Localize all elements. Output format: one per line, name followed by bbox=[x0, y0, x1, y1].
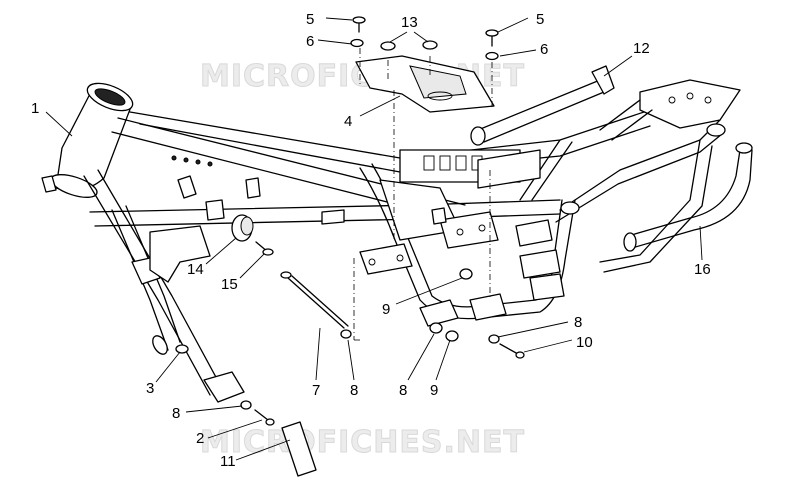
callout-2: 2 bbox=[196, 430, 204, 447]
plate-fasteners bbox=[350, 16, 499, 61]
watermark-bottom: MICROFICHES.NET bbox=[200, 425, 525, 460]
callout-7: 7 bbox=[312, 382, 320, 399]
callout-14: 14 bbox=[187, 261, 204, 278]
part-12-rear-loop bbox=[470, 65, 615, 146]
down-tubes bbox=[83, 169, 245, 403]
motorcycle-frame bbox=[41, 79, 741, 403]
callout-8-center: 8 bbox=[350, 382, 358, 399]
callout-6-right: 6 bbox=[540, 41, 548, 58]
callout-1: 1 bbox=[31, 100, 39, 117]
right-lower-fasteners bbox=[429, 268, 525, 359]
callout-10: 10 bbox=[576, 334, 593, 351]
washer-6-left bbox=[350, 38, 364, 48]
callout-8-lower-left: 8 bbox=[172, 405, 180, 422]
callout-15: 15 bbox=[221, 276, 238, 293]
callout-5-right: 5 bbox=[536, 11, 544, 28]
grommet-13-left bbox=[380, 41, 396, 51]
callout-9-upper: 9 bbox=[382, 301, 390, 318]
callout-6-left: 6 bbox=[306, 33, 314, 50]
engine-mount-lugs bbox=[359, 201, 580, 327]
assembly-guide-lines bbox=[353, 48, 493, 341]
part-3-nut bbox=[175, 344, 189, 354]
rear-seat-bracket bbox=[599, 79, 741, 141]
top-tube-tabs bbox=[171, 155, 447, 225]
part-7-bolt bbox=[280, 271, 352, 339]
part-4-plate bbox=[355, 55, 495, 113]
part-15-screw bbox=[255, 241, 274, 256]
callout-labels: 1 2 3 4 5 5 6 6 7 8 8 8 8 9 9 10 11 12 1… bbox=[31, 11, 711, 470]
lower-left-fasteners bbox=[240, 400, 275, 426]
washer-6-right bbox=[485, 51, 499, 61]
callout-5-left: 5 bbox=[306, 11, 314, 28]
leader-lines bbox=[45, 17, 703, 461]
callout-11: 11 bbox=[220, 453, 236, 470]
screw-5-left bbox=[352, 16, 366, 24]
callout-3: 3 bbox=[146, 380, 154, 397]
grommet-13-right bbox=[422, 40, 438, 50]
callout-4: 4 bbox=[344, 113, 352, 130]
callout-8-far-right: 8 bbox=[574, 314, 582, 331]
gusset-plate bbox=[149, 225, 211, 283]
part-14-mount bbox=[231, 214, 254, 242]
callout-16: 16 bbox=[694, 261, 711, 278]
callout-9-lower: 9 bbox=[430, 382, 438, 399]
callout-8-right: 8 bbox=[399, 382, 407, 399]
part-11-cover bbox=[281, 421, 317, 477]
callout-13: 13 bbox=[401, 14, 418, 31]
screw-5-right bbox=[485, 29, 499, 37]
callout-12: 12 bbox=[633, 40, 650, 57]
steering-head bbox=[41, 82, 134, 198]
part-16-bar bbox=[623, 142, 753, 252]
